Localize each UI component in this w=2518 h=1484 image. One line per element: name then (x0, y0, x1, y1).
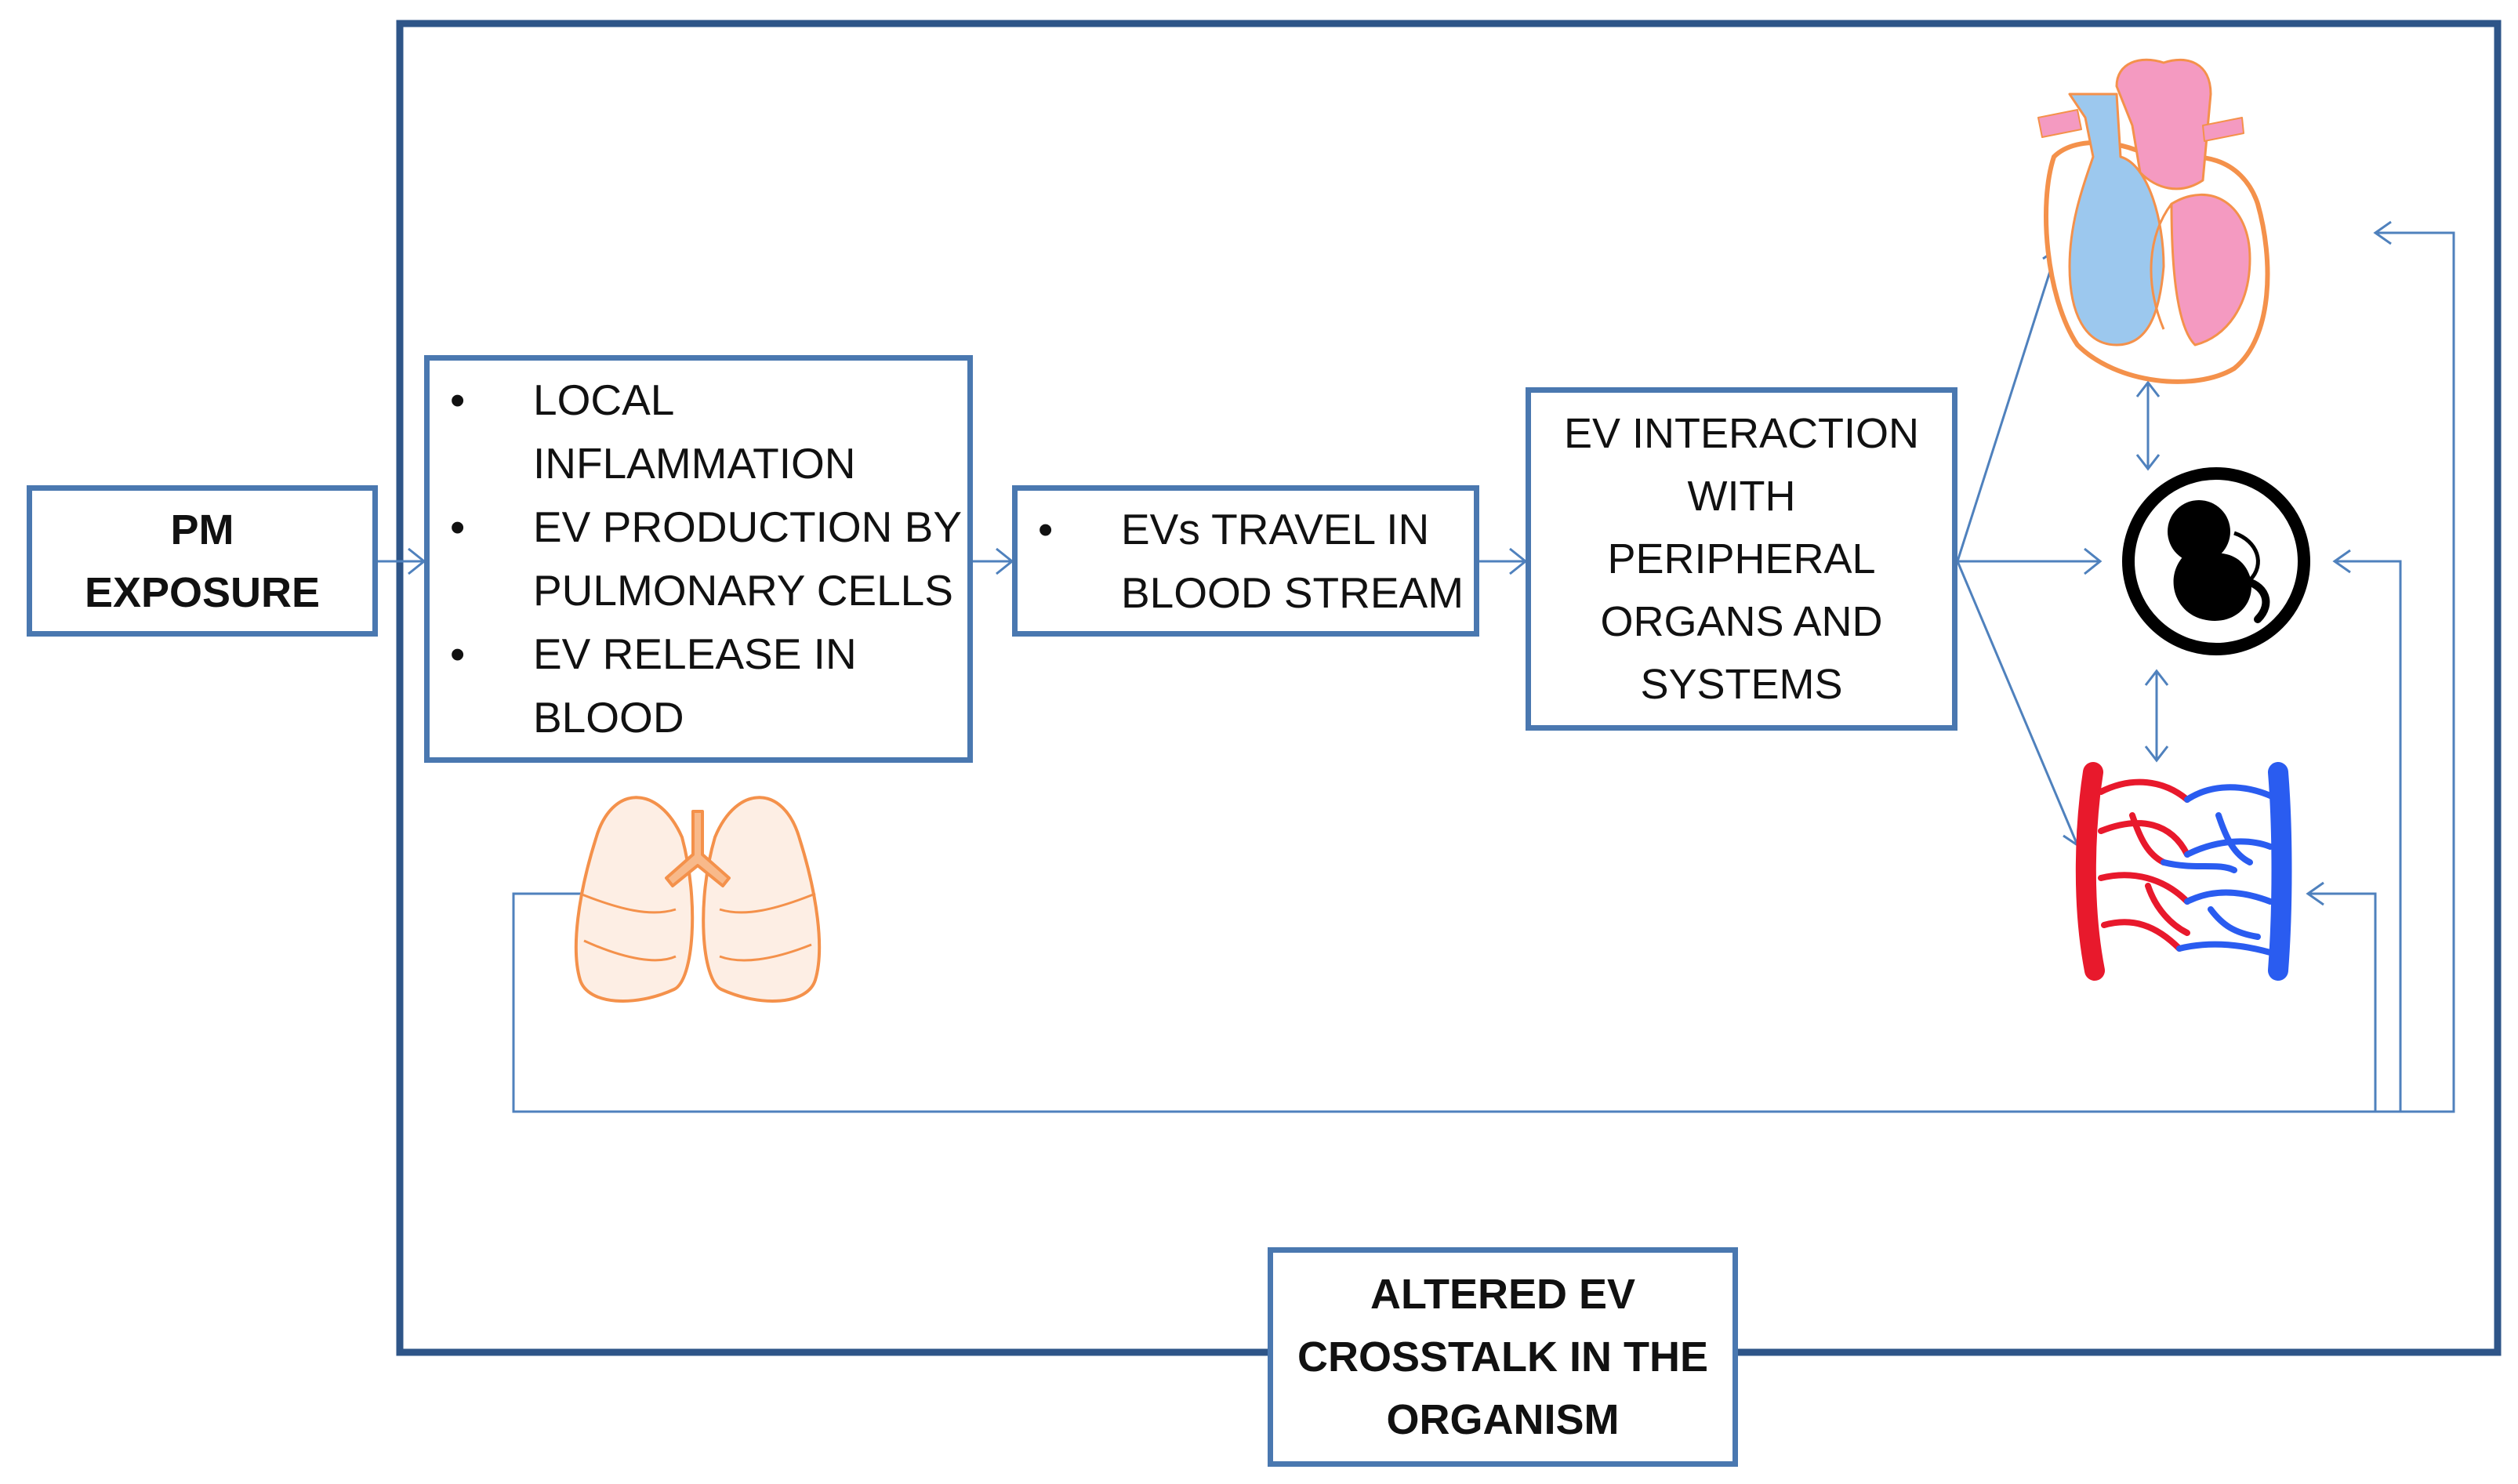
feedback-loop-outer (512, 231, 2455, 1113)
fetus-icon (2122, 467, 2310, 655)
bullet-item: • EV RELEASE IN BLOOD (430, 622, 967, 749)
bullet-text: BLOOD STREAM (1121, 568, 1464, 617)
local-effects-box: • LOCAL INFLAMMATION • EV PRODUCTION BY … (424, 355, 973, 763)
bullet-dot: • (1038, 504, 1054, 553)
altered-crosstalk-line: ORGANISM (1386, 1396, 1620, 1443)
blood-travel-list: • EVs TRAVEL IN BLOOD STREAM (1018, 498, 1474, 625)
bullet-text: LOCAL (533, 376, 675, 424)
altered-crosstalk-line: CROSSTALK IN THE (1297, 1333, 1708, 1381)
ev-interaction-line: WITH (1687, 473, 1796, 520)
feedback-loop-inner (2308, 892, 2377, 1112)
bullet-item: • EV PRODUCTION BY PULMONARY CELLS (430, 495, 967, 622)
ev-interaction-line: SYSTEMS (1640, 661, 1843, 708)
local-effects-list: • LOCAL INFLAMMATION • EV PRODUCTION BY … (430, 368, 967, 749)
bullet-item: • LOCAL INFLAMMATION (430, 368, 967, 495)
bullet-text: EV RELEASE IN (533, 630, 857, 678)
heart-icon (2037, 58, 2270, 384)
arrow-interaction-to-vessels (1956, 561, 2079, 846)
altered-crosstalk-line: ALTERED EV (1370, 1271, 1636, 1318)
arrow-interaction-to-heart (1956, 249, 2059, 562)
pm-exposure-box: PM EXPOSURE (27, 485, 378, 637)
bullet-dot: • (450, 503, 466, 551)
pm-exposure-line: EXPOSURE (84, 568, 321, 616)
flow-arrows (378, 220, 2455, 1113)
bullet-text: EV PRODUCTION BY (533, 503, 963, 551)
bullet-text: BLOOD (533, 693, 684, 742)
bullet-item: • EVs TRAVEL IN BLOOD STREAM (1018, 498, 1474, 625)
ev-interaction-line: ORGANS AND (1600, 598, 1883, 645)
altered-crosstalk-box: ALTERED EV CROSSTALK IN THE ORGANISM (1268, 1247, 1738, 1467)
bullet-dot: • (450, 630, 466, 678)
ev-interaction-box: EV INTERACTION WITH PERIPHERAL ORGANS AN… (1526, 387, 1957, 731)
ev-interaction-line: EV INTERACTION (1563, 410, 1920, 457)
blood-travel-box: • EVs TRAVEL IN BLOOD STREAM (1012, 485, 1479, 637)
pm-exposure-line: PM (170, 506, 234, 553)
bullet-text: EVs TRAVEL IN (1121, 504, 1430, 553)
lungs-icon (574, 796, 822, 1003)
ev-interaction-line: PERIPHERAL (1607, 535, 1876, 582)
bullet-dot: • (450, 376, 466, 424)
feedback-loop-middle (2335, 560, 2402, 1112)
blood-vessels-icon (2075, 762, 2292, 981)
bullet-text: PULMONARY CELLS (533, 566, 953, 615)
bullet-text: INFLAMMATION (533, 439, 856, 488)
